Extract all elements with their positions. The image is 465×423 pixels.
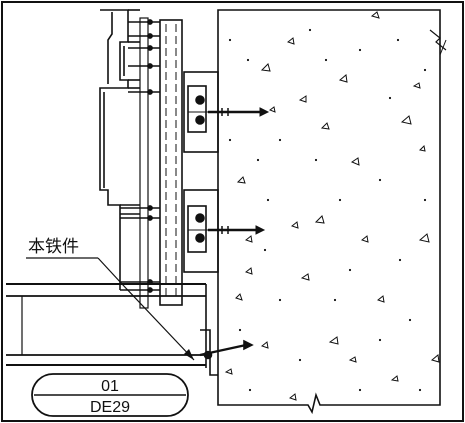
panel-bolts	[120, 19, 160, 293]
cladding-panel	[99, 9, 140, 290]
callout-label: 本铁件	[28, 237, 79, 257]
callout-leader-long	[121, 283, 195, 361]
concrete-dots	[228, 28, 427, 392]
detail-tag: 01 DE29	[31, 373, 189, 417]
embedded-steel-part	[199, 329, 254, 376]
concrete-wall	[217, 9, 447, 415]
lower-anchor-bolt	[208, 225, 266, 235]
steel-beam	[6, 283, 207, 368]
vertical-keel	[139, 17, 183, 309]
upper-anchor-bolt	[208, 107, 270, 117]
concrete-aggregate	[224, 11, 440, 401]
callout-leader	[97, 257, 123, 285]
detail-tag-number: 01	[101, 378, 119, 395]
detail-tag-sheet: DE29	[90, 399, 130, 416]
callout: 本铁件	[26, 237, 195, 361]
callout-arrowhead	[184, 349, 194, 360]
